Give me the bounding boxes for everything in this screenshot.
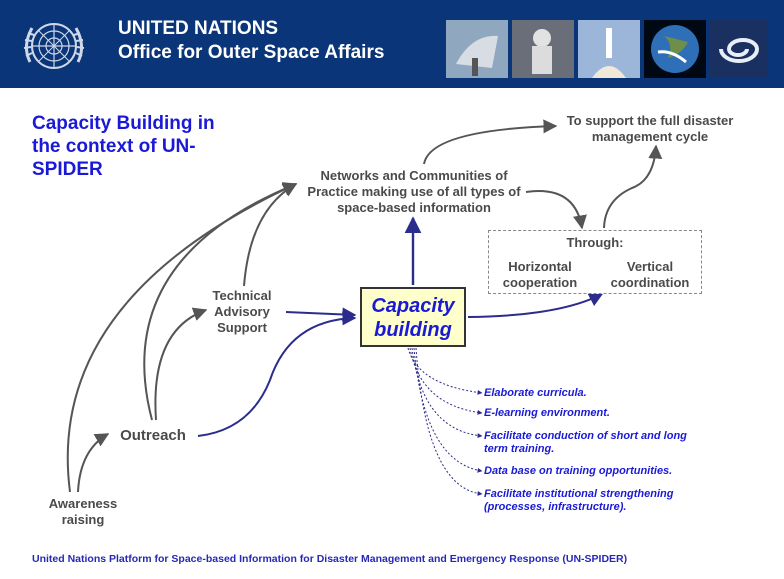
goal-label: To support the full disaster management … [566, 113, 734, 144]
banner-images [442, 14, 772, 80]
satellite-dish-image [446, 20, 508, 78]
dotted-line-4 [413, 347, 483, 473]
arrow-networks-to-goal [423, 119, 558, 165]
bullet-item: Facilitate conduction of short and long … [484, 430, 687, 455]
through-box: Through: Horizontal cooperation Vertical… [488, 230, 702, 294]
arrow-technical-to-networks [243, 183, 298, 287]
arrow-outreach-to-technical [154, 307, 208, 421]
dotted-line-1 [407, 347, 483, 395]
arrow-capacity-to-through [467, 293, 604, 318]
arrow-technical-to-capacity [285, 307, 357, 322]
header-bar: UNITED NATIONS Office for Outer Space Af… [0, 0, 784, 88]
awareness-raising-label: Awareness raising [48, 496, 118, 527]
org-name: UNITED NATIONS [118, 18, 279, 39]
arrow-awareness-to-outreach [77, 433, 110, 493]
arrow-networks-to-through [525, 190, 587, 230]
un-emblem-icon [23, 23, 85, 69]
dotted-line-5 [415, 347, 483, 497]
capacity-building-box: Capacity building [360, 287, 466, 347]
networks-label: Networks and Communities of Practice mak… [307, 168, 521, 215]
arrow-through-to-goal [603, 144, 663, 229]
office-name: Office for Outer Space Affairs [118, 42, 385, 63]
dotted-line-2 [409, 347, 483, 415]
bullet-item: Elaborate curricula. [484, 387, 587, 399]
technical-advisory-label: Technical Advisory Support [212, 288, 272, 335]
arrow-outreach-to-capacity [197, 311, 357, 437]
hurricane-image [710, 20, 768, 78]
rocket-launch-image [578, 20, 640, 78]
page-title: Capacity Building in the context of UN- … [32, 113, 215, 180]
arrow-awareness-to-networks [66, 182, 298, 493]
vertical-coordination-label: Vertical coordination [610, 259, 690, 290]
bullet-item: Data base on training opportunities. [484, 465, 673, 477]
bullet-item: E-learning environment. [484, 407, 610, 419]
astronaut-image [512, 20, 574, 78]
through-label: Through: [566, 235, 624, 250]
outreach-label: Outreach [120, 427, 186, 444]
dotted-line-3 [411, 347, 483, 439]
footer-text: United Nations Platform for Space-based … [32, 553, 628, 565]
earth-image [644, 20, 706, 78]
bullet-item: Facilitate institutional strengthening (… [484, 488, 674, 513]
arrow-outreach-to-networks [143, 182, 298, 421]
horizontal-cooperation-label: Horizontal cooperation [502, 259, 578, 290]
